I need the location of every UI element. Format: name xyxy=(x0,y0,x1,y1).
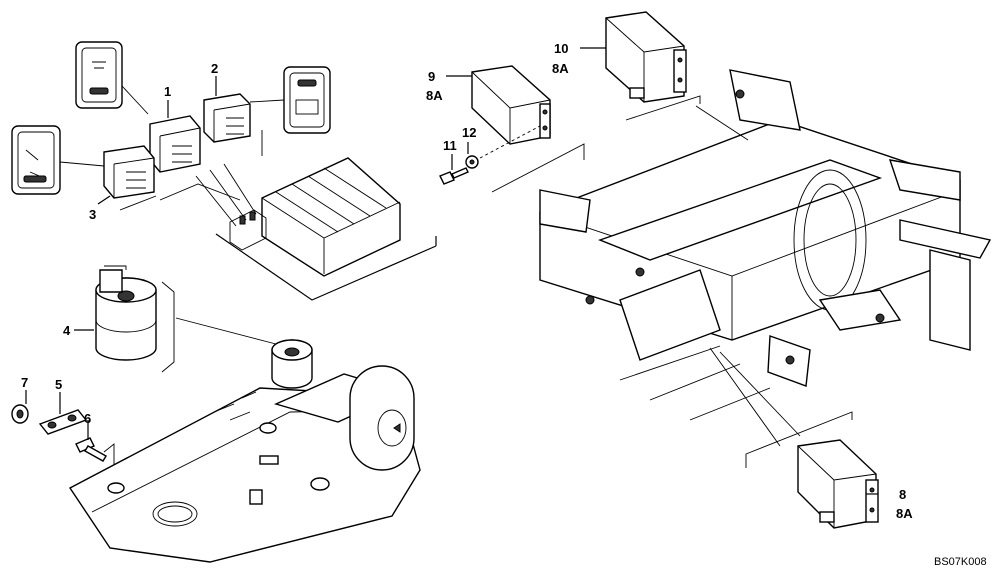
callout-2: 2 xyxy=(211,61,218,76)
controller-box xyxy=(229,157,401,277)
switch-body-1 xyxy=(149,115,201,173)
callout-8a-top: 8A xyxy=(552,61,569,76)
buzzer-part xyxy=(95,265,157,361)
callout-8: 8 xyxy=(899,487,906,502)
callout-4: 4 xyxy=(63,323,71,338)
drawing-code: BS07K008 xyxy=(934,556,987,568)
callout-10: 10 xyxy=(554,41,568,56)
nut-7 xyxy=(11,404,29,424)
callout-7: 7 xyxy=(21,375,28,390)
callout-9: 9 xyxy=(428,69,435,84)
bolt-11 xyxy=(439,167,469,185)
switch-face-top xyxy=(75,41,123,109)
callout-6: 6 xyxy=(84,411,91,426)
washer-12 xyxy=(465,155,479,169)
callout-3: 3 xyxy=(89,207,96,222)
callout-8a-middle: 8A xyxy=(426,88,443,103)
control-unit-9 xyxy=(471,65,551,145)
callout-8a-bottom: 8A xyxy=(896,506,913,521)
plate-5 xyxy=(38,409,88,435)
switch-body-2 xyxy=(203,93,251,143)
callout-5: 5 xyxy=(55,377,62,392)
control-unit-8 xyxy=(797,439,879,529)
callout-11: 11 xyxy=(443,138,457,153)
callout-12: 12 xyxy=(462,125,476,140)
switch-face-right xyxy=(283,66,331,134)
switch-face-left xyxy=(11,125,61,195)
switch-body-3 xyxy=(103,145,155,199)
frame-assembly xyxy=(539,69,992,421)
control-unit-10 xyxy=(605,11,687,103)
callout-1: 1 xyxy=(164,84,171,99)
tank-assembly xyxy=(68,339,421,563)
bolt-6 xyxy=(75,437,107,462)
